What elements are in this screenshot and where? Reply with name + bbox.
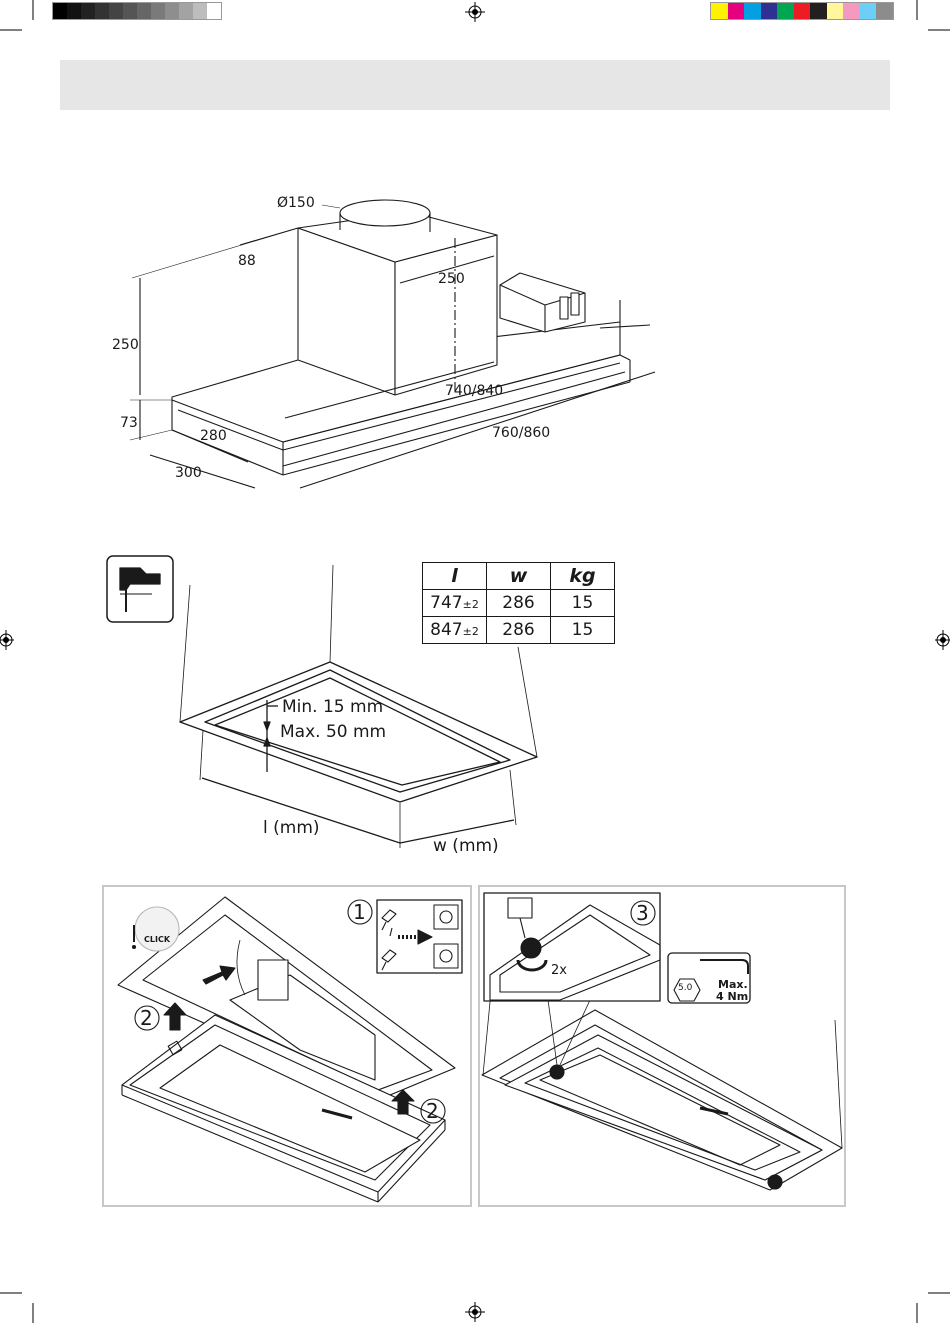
step-2-left-number: 2 [140,1006,153,1030]
step-2-right-number: 2 [426,1099,439,1123]
torque-value-label: 4 Nm [716,990,748,1003]
step-3-number: 3 [636,901,649,925]
torque-bit-label: 5.0 [678,983,692,993]
click-text: CLICK [144,935,170,944]
turns-label: 2x [551,963,567,978]
step-1-number: 1 [353,900,366,924]
